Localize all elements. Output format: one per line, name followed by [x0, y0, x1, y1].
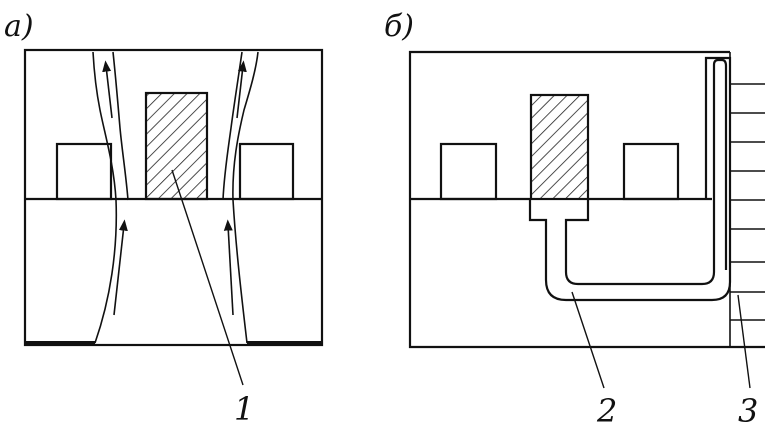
panel-a-flow-line-left-inner	[112, 51, 129, 201]
panel-a-right-block	[238, 142, 295, 201]
callout-1: 1	[234, 390, 254, 428]
panel-a-hatched-body	[144, 91, 209, 201]
panel-a-leader-1	[171, 169, 244, 386]
panel-a-left-block	[55, 142, 113, 201]
panel-b-left-block	[439, 142, 498, 201]
panel-a: а) 1	[4, 9, 324, 428]
panel-a-flow-line-right-inner	[222, 51, 243, 201]
panel-a-arrow-lower-right	[223, 219, 234, 316]
panel-b-hatched-body	[529, 93, 590, 201]
panel-a-arrow-upper-right	[236, 60, 247, 119]
panel-b-leader-2	[571, 291, 605, 389]
panel-b-leader-3	[737, 294, 751, 389]
panel-b-tube-inner	[564, 58, 728, 286]
panel-b-scale-ticks	[730, 83, 765, 321]
panel-a-arrow-lower-left	[113, 219, 128, 316]
callout-3: 3	[738, 392, 758, 430]
panel-b: б) 2 3	[384, 9, 765, 430]
panel-b-label: б)	[384, 9, 414, 44]
callout-2: 2	[596, 392, 617, 430]
panel-a-label: а)	[4, 9, 34, 44]
panel-a-frame	[23, 48, 324, 347]
panel-a-flow-line-right-outer	[232, 51, 259, 344]
panel-a-flow-line-left-outer	[92, 51, 118, 344]
panel-a-arrow-upper-left	[102, 60, 113, 119]
panel-b-right-block	[622, 142, 680, 201]
